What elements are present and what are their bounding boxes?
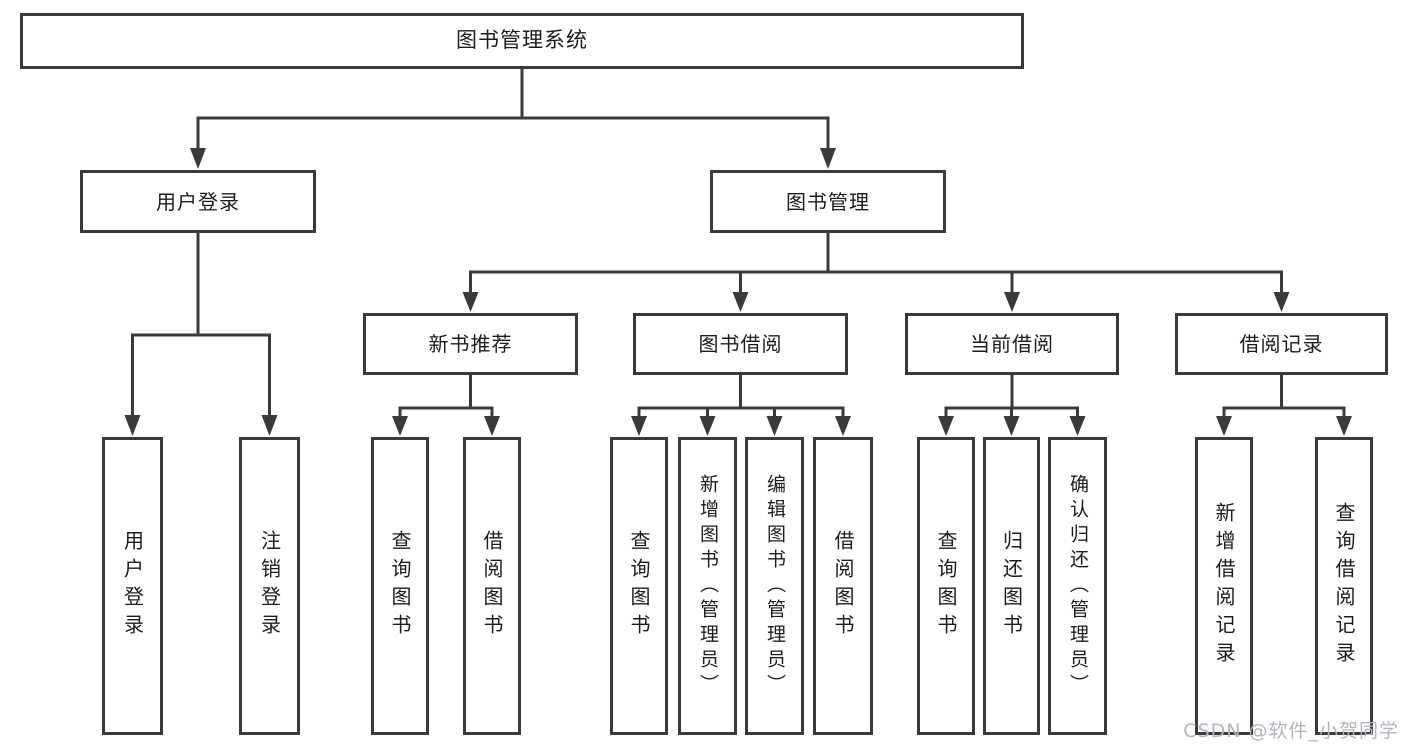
leaf-query-books-current: 查询图书	[917, 437, 975, 735]
node-label: 新书推荐	[428, 332, 513, 356]
node-label: 当前借阅	[970, 332, 1054, 356]
leaf-label: 查询图书	[388, 530, 412, 642]
leaf-label: 注销登录	[257, 530, 282, 642]
leaf-query-borrow-record: 查询借阅记录	[1315, 437, 1373, 735]
csdn-watermark: CSDN @软件_小贺同学	[1183, 720, 1399, 742]
node-library-management-system: 图书管理系统	[20, 13, 1024, 69]
leaf-add-borrow-record: 新增借阅记录	[1195, 437, 1253, 735]
leaf-return-books: 归还图书	[983, 437, 1040, 735]
leaf-label: 归还图书	[999, 530, 1024, 642]
leaf-borrow-books-recommend: 借阅图书	[463, 437, 521, 735]
leaf-user-login: 用户登录	[102, 437, 163, 735]
node-label: 用户登录	[156, 189, 240, 214]
leaf-label: 查询借阅记录	[1332, 502, 1356, 670]
node-current-borrowing: 当前借阅	[905, 313, 1119, 375]
leaf-label: 借阅图书	[831, 530, 855, 642]
leaf-label: 确认归还（管理员）	[1067, 473, 1089, 699]
node-label: 借阅记录	[1239, 332, 1324, 356]
leaf-add-books-admin: 新增图书（管理员）	[678, 437, 737, 735]
node-new-book-recommendation: 新书推荐	[363, 313, 578, 375]
leaf-label: 借阅图书	[480, 530, 504, 642]
node-label: 图书管理	[786, 189, 870, 214]
leaf-query-books-recommend: 查询图书	[371, 437, 429, 735]
node-user-login: 用户登录	[80, 170, 316, 233]
node-book-borrowing: 图书借阅	[633, 313, 848, 375]
leaf-edit-books-admin: 编辑图书（管理员）	[745, 437, 804, 735]
leaf-label: 查询图书	[627, 530, 651, 642]
leaf-label: 查询图书	[934, 530, 958, 642]
leaf-borrow-books: 借阅图书	[813, 437, 873, 735]
leaf-confirm-return-admin: 确认归还（管理员）	[1048, 437, 1107, 735]
node-label: 图书管理系统	[456, 28, 588, 53]
leaf-label: 编辑图书（管理员）	[764, 473, 786, 699]
leaf-label: 用户登录	[120, 530, 145, 642]
leaf-query-books-borrow: 查询图书	[610, 437, 668, 735]
node-book-management: 图书管理	[710, 170, 946, 233]
node-label: 图书借阅	[698, 332, 783, 356]
leaf-label: 新增图书（管理员）	[697, 473, 719, 699]
leaf-label: 新增借阅记录	[1212, 502, 1236, 670]
node-borrowing-records: 借阅记录	[1175, 313, 1388, 375]
leaf-logout: 注销登录	[239, 437, 300, 735]
